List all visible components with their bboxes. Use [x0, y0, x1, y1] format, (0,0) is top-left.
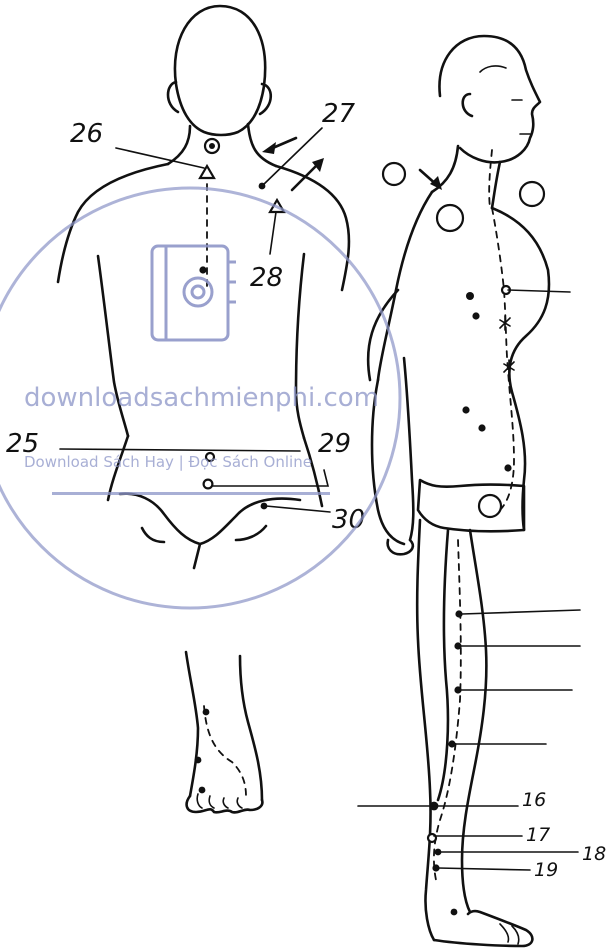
watermark-site: downloadsachmienphi.com [24, 383, 379, 413]
side-back [378, 192, 432, 380]
side-point-waist [462, 406, 469, 413]
side-point-abdomen [478, 424, 485, 431]
back-point-mid-spine [199, 266, 206, 273]
side-leg-front [462, 530, 486, 912]
side-marker-circle-chest [520, 182, 544, 206]
side-marker-circle-head [383, 163, 405, 185]
back-foot-point-1 [203, 709, 210, 716]
side-marker-circle-shoulder [437, 205, 463, 231]
arrow-to-shoulder [292, 164, 318, 190]
back-foot-meridian [204, 706, 246, 796]
label-17: 17 [526, 824, 550, 846]
leader-25 [60, 449, 300, 451]
back-leg-left-line [142, 528, 164, 542]
side-star-2 [504, 360, 514, 374]
label-27: 27 [322, 99, 356, 129]
side-hairline [480, 66, 506, 72]
back-point-29 [204, 480, 213, 489]
side-shorts [418, 480, 524, 531]
side-view-figure [358, 36, 580, 946]
label-18: 18 [582, 843, 606, 865]
leader-29 [212, 470, 328, 486]
side-point-axilla [466, 292, 474, 300]
back-point-neck-center [209, 143, 215, 149]
side-upper-arm-front [404, 358, 413, 540]
notebook-at-icon [152, 246, 236, 340]
watermark-underline [52, 492, 330, 495]
number-labels: 26 27 28 25 29 30 16 17 18 19 [6, 99, 606, 881]
label-26: 26 [70, 119, 103, 149]
side-head [439, 36, 540, 162]
side-neck-front [492, 162, 500, 208]
back-foot-point-2 [195, 757, 202, 764]
side-leg-leader-1 [462, 610, 580, 614]
leader-28 [270, 212, 276, 254]
leader-27 [262, 128, 322, 186]
label-29: 29 [318, 429, 351, 459]
back-foot-point-3 [199, 787, 206, 794]
side-leg-back-inner [438, 530, 448, 800]
label-19: 19 [534, 859, 558, 881]
side-marker-circle-hip [479, 495, 501, 517]
side-point-foot [451, 909, 458, 916]
side-ear [463, 94, 472, 116]
arrow-to-neck-head [262, 142, 276, 154]
side-foot [434, 911, 532, 946]
label-28: 28 [250, 263, 283, 293]
back-neck-left [168, 126, 190, 164]
watermark-tagline: Download Sách Hay | Đọc Sách Online [24, 453, 312, 471]
leader-19 [438, 868, 530, 870]
leader-30 [266, 506, 330, 512]
back-head [175, 6, 265, 135]
back-lower-leg-left [186, 652, 198, 796]
label-16: 16 [522, 789, 546, 811]
back-leg-right-line [236, 526, 266, 540]
side-leg-back [417, 520, 434, 940]
back-gluteal-cleft [194, 544, 200, 568]
side-point-rib-1 [472, 312, 479, 319]
back-foot-toes [197, 794, 242, 808]
side-point-lower-abdomen [504, 464, 511, 471]
side-leader-chest [508, 290, 570, 292]
side-star-1 [500, 316, 510, 330]
back-neck-right [248, 124, 276, 166]
side-neck-meridian [489, 150, 492, 208]
